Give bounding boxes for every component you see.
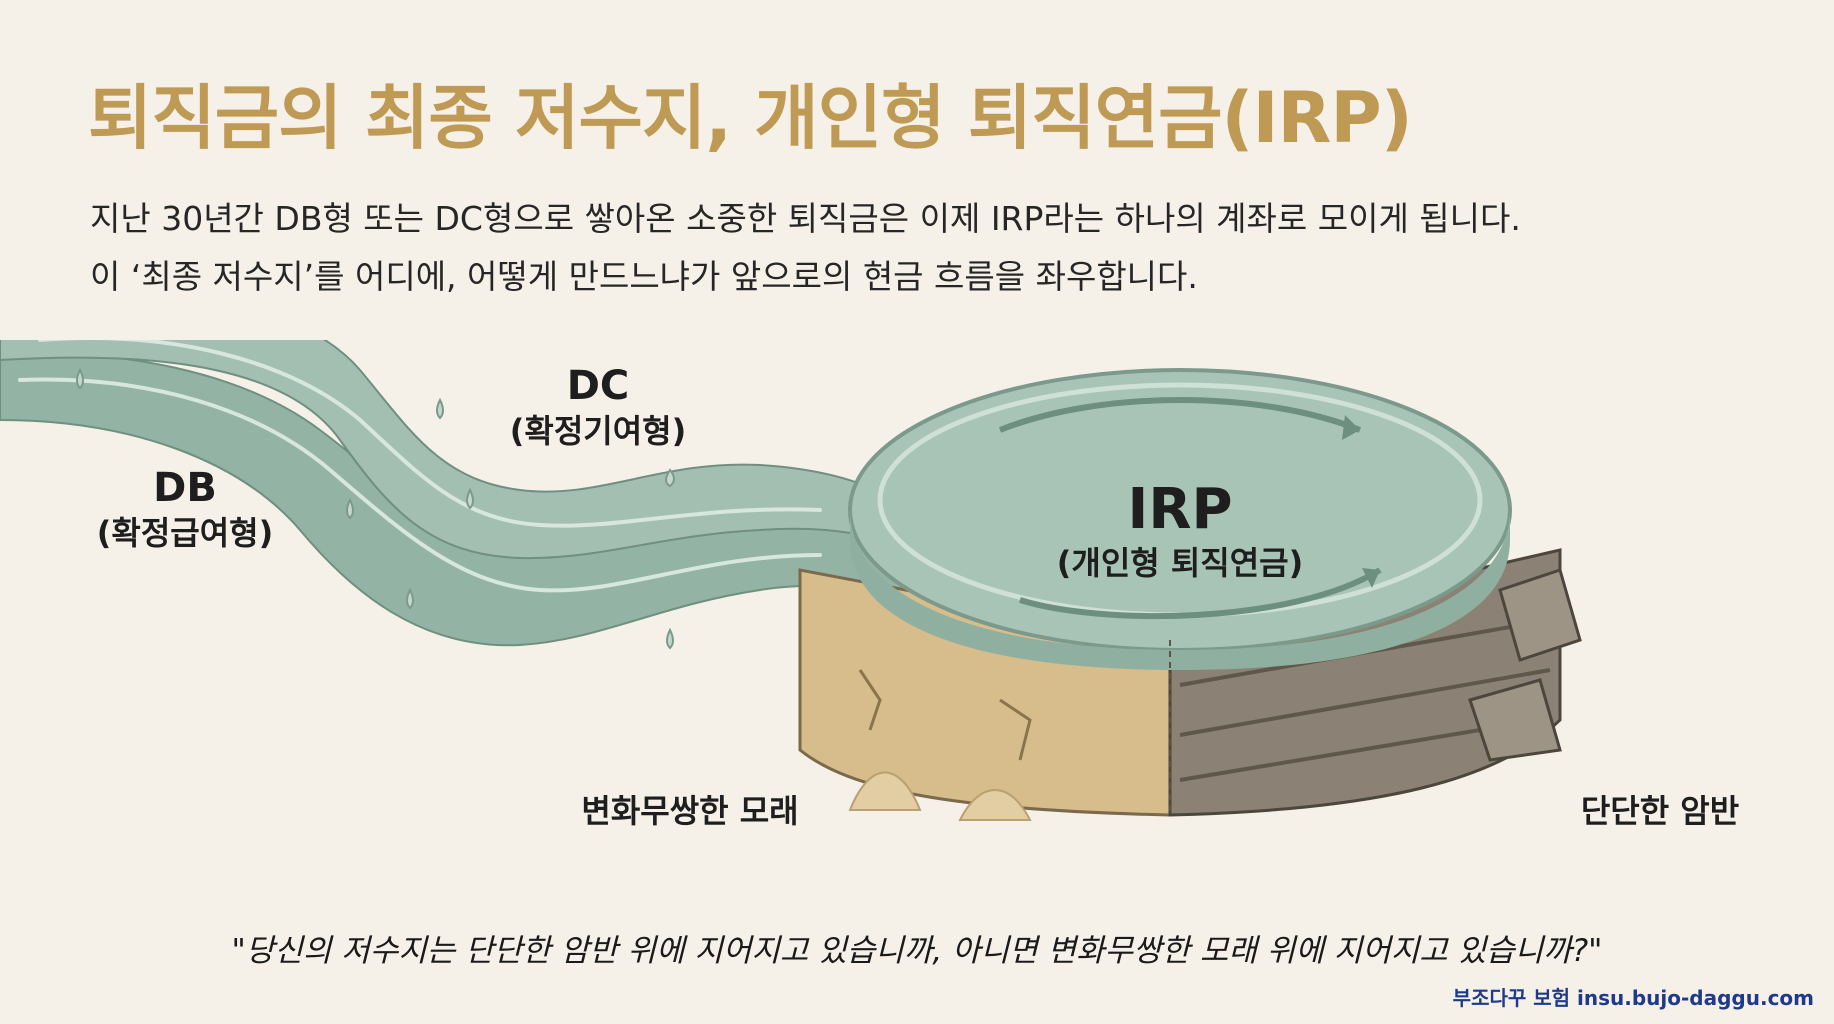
closing-question: "당신의 저수지는 단단한 암반 위에 지어지고 있습니까, 아니면 변화무쌍한… [231,933,1603,969]
sand-label-text: 변화무쌍한 모래 [581,792,799,830]
db-desc: (확정급여형) [96,514,274,552]
dc-desc: (확정기여형) [509,412,687,450]
db-name: DB [153,465,217,511]
irp-desc: (개인형 퇴직연금) [1056,544,1304,582]
sand-label: 변화무쌍한 모래 [540,790,840,832]
rock-label-text: 단단한 암반 [1580,792,1740,830]
page-title: 퇴직금의 최종 저수지, 개인형 퇴직연금(IRP) [88,77,1413,159]
description-line-2: 이 ‘최종 저수지’를 어디에, 어떻게 만드느냐가 앞으로의 현금 흐름을 좌… [90,257,1198,296]
description: 지난 30년간 DB형 또는 DC형으로 쌓아온 소중한 퇴직금은 이제 IRP… [90,190,1521,306]
description-line-1: 지난 30년간 DB형 또는 DC형으로 쌓아온 소중한 퇴직금은 이제 IRP… [90,199,1521,238]
dc-label: DC (확정기여형) [483,362,713,452]
irp-name: IRP [1127,477,1233,542]
rock-label: 단단한 암반 [1540,790,1780,832]
dc-name: DC [566,363,630,409]
irp-reservoir-illustration [0,340,1582,821]
irp-label: IRP (개인형 퇴직연금) [1020,478,1340,584]
footer-source: 부조다꾸 보험 insu.bujo-daggu.com [1452,986,1814,1010]
db-label: DB (확정급여형) [70,464,300,554]
